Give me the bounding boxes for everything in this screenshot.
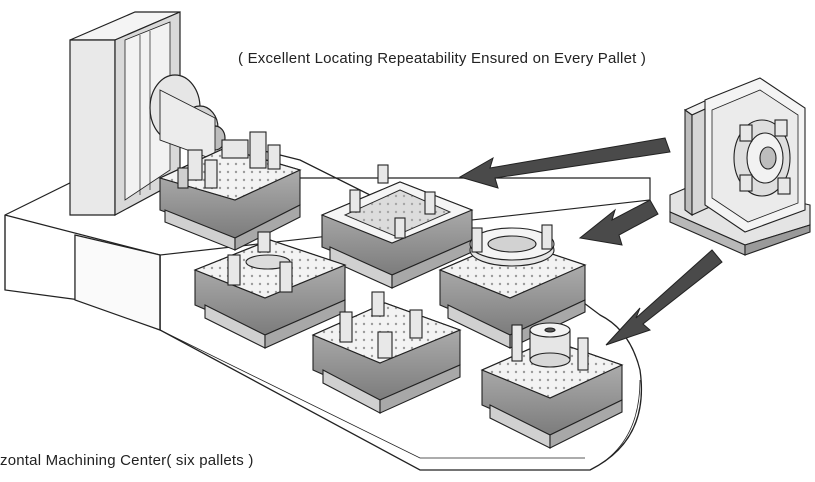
- fixture: [349, 164, 436, 239]
- pallet: [311, 291, 462, 414]
- transfer-arrow: [578, 199, 659, 246]
- bottom-caption: zontal Machining Center( six pallets ): [0, 452, 254, 469]
- fixture: [339, 291, 423, 359]
- top-caption: ( Excellent Locating Repeatability Ensur…: [238, 50, 647, 67]
- transfer-arrows: [458, 137, 723, 346]
- zero-point-module: [669, 77, 811, 256]
- pallet-pool-track: [159, 149, 643, 471]
- fixture: [177, 131, 281, 189]
- pallet: [320, 164, 474, 289]
- fixture: [469, 224, 555, 267]
- pallet: [158, 131, 302, 251]
- machine-column: [69, 11, 226, 217]
- pallet: [193, 231, 347, 349]
- pallet: [480, 322, 624, 449]
- fixture: [511, 322, 589, 371]
- transfer-arrow: [605, 249, 723, 346]
- transfer-arrow: [458, 137, 671, 189]
- fixture: [227, 231, 293, 293]
